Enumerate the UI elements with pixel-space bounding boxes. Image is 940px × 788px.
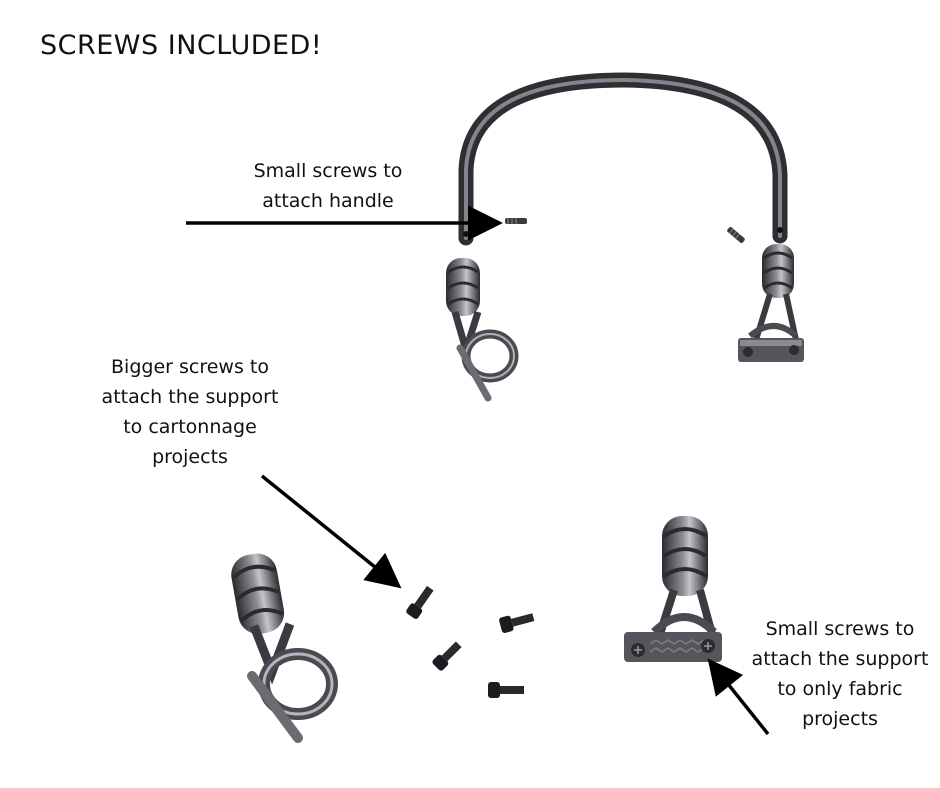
- bigger-screw: [432, 641, 462, 671]
- screw-hole-icon: [777, 227, 783, 233]
- bigger-screw: [488, 682, 524, 698]
- label-line: Bigger screws to: [111, 356, 269, 378]
- label-line: attach handle: [262, 190, 394, 212]
- small-screw-right: [727, 227, 745, 243]
- label-bigger-screws: Bigger screws to attach the support to c…: [70, 352, 310, 472]
- label-small-screws-handle: Small screws to attach handle: [228, 156, 428, 216]
- handle-arc: [458, 72, 788, 246]
- screw-head-icon: [743, 347, 753, 357]
- support-fitting-upper-left: [446, 258, 519, 402]
- label-line: projects: [802, 708, 878, 730]
- bigger-screw: [406, 585, 434, 619]
- label-line: attach the support: [101, 386, 279, 408]
- label-line: projects: [152, 446, 228, 468]
- page-title: SCREWS INCLUDED!: [40, 30, 323, 61]
- bigger-screw: [499, 613, 535, 633]
- support-fitting-upper-right: [738, 244, 804, 362]
- screw-head-icon: [789, 345, 799, 355]
- label-line: to only fabric: [777, 678, 903, 700]
- label-line: Small screws to: [765, 618, 915, 640]
- label-line: attach the support: [751, 648, 929, 670]
- support-fitting-lower-left: [231, 553, 338, 743]
- arrow-to-bigger-screws: [260, 474, 402, 589]
- support-fitting-lower-right: [624, 516, 722, 662]
- arrow-to-fabric-screws: [707, 658, 770, 736]
- small-screw-left: [505, 218, 527, 224]
- screw-hole-icon: [463, 231, 469, 237]
- label-small-screws-fabric: Small screws to attach the support to on…: [740, 614, 940, 734]
- label-line: Small screws to: [253, 160, 403, 182]
- label-line: to cartonnage: [123, 416, 257, 438]
